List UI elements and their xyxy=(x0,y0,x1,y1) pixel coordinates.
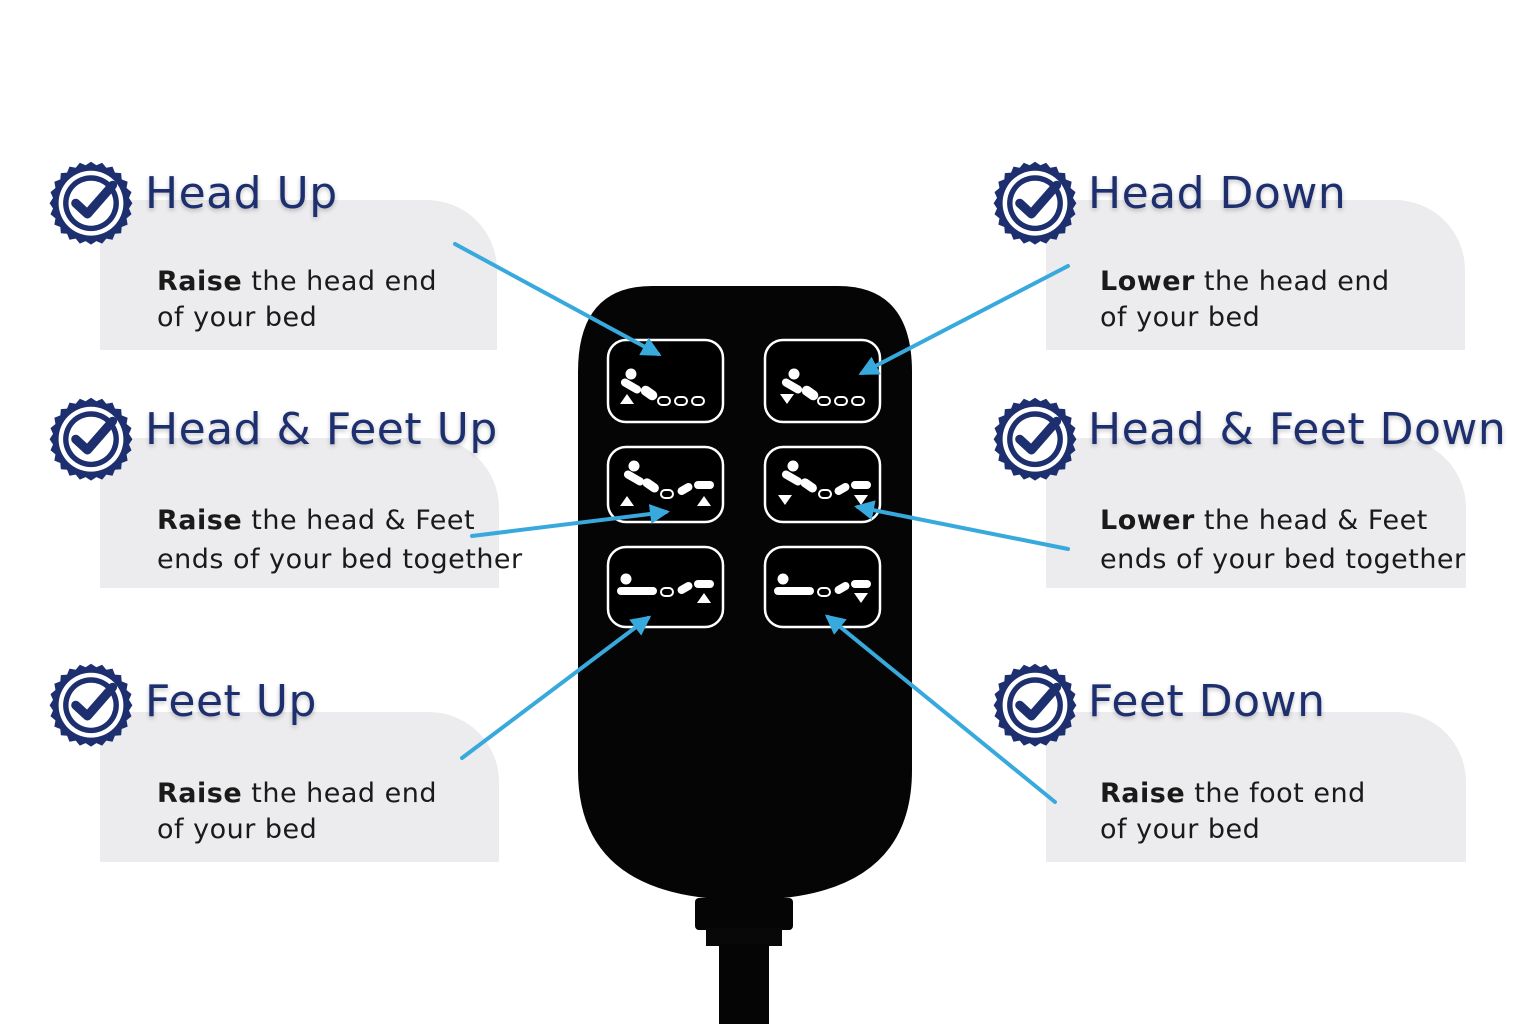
head-down-card xyxy=(1046,200,1465,350)
remote-body xyxy=(578,286,912,900)
feet-down-title: Feet Down xyxy=(1088,676,1326,727)
feet-up-line1: the head end xyxy=(242,778,437,809)
bed-feet-down-icon xyxy=(774,573,871,603)
arrow-head-feet-up xyxy=(470,504,670,538)
head-feet-up-action: Raise xyxy=(157,505,243,536)
head-feet-up-line1: the head & Feet xyxy=(242,505,476,536)
head-feet-down-title: Head & Feet Down xyxy=(1088,404,1507,455)
arrow-head-down xyxy=(858,264,1070,375)
arrow-feet-down xyxy=(824,614,1057,804)
head-down-action: Lower xyxy=(1100,266,1195,297)
feet-up-action: Raise xyxy=(157,778,243,809)
head-down-line1: the head end xyxy=(1194,266,1390,297)
feet-down-button[interactable] xyxy=(763,545,882,629)
feet-down-line2: of your bed xyxy=(1100,814,1261,845)
bed-head-feet-down-icon xyxy=(778,460,871,505)
head-up-description: Raise the head end of your bed xyxy=(157,264,437,336)
head-feet-up-description: Raise the head & Feet ends of your bed t… xyxy=(157,501,523,579)
bed-head-feet-up-icon xyxy=(620,460,714,506)
feet-down-description: Raise the foot end of your bed xyxy=(1100,776,1366,848)
head-feet-down-line2: ends of your bed together xyxy=(1100,544,1466,575)
bed-head-up-icon xyxy=(620,368,705,406)
head-up-title: Head Up xyxy=(145,168,338,219)
head-feet-up-button[interactable] xyxy=(606,445,725,524)
arrow-feet-up xyxy=(460,615,652,760)
bed-head-down-icon xyxy=(780,368,865,406)
feet-down-action: Raise xyxy=(1100,778,1186,809)
head-up-line1: the head end xyxy=(242,266,437,297)
arrow-head-feet-down xyxy=(854,500,1070,551)
head-feet-up-title: Head & Feet Up xyxy=(145,404,498,455)
head-down-description: Lower the head end of your bed xyxy=(1100,264,1390,336)
head-feet-down-description: Lower the head & Feet ends of your bed t… xyxy=(1100,501,1466,579)
head-down-title: Head Down xyxy=(1088,168,1347,219)
head-up-button[interactable] xyxy=(606,338,725,424)
head-feet-up-card xyxy=(100,438,499,588)
head-down-line2: of your bed xyxy=(1100,302,1261,333)
feet-down-line1: the foot end xyxy=(1185,778,1366,809)
bed-feet-up-icon xyxy=(617,573,714,603)
feet-up-title: Feet Up xyxy=(145,676,317,727)
head-up-action: Raise xyxy=(157,266,243,297)
head-down-button[interactable] xyxy=(763,338,882,424)
feet-down-card xyxy=(1046,712,1466,862)
feet-up-button[interactable] xyxy=(606,545,725,629)
head-feet-down-button[interactable] xyxy=(763,445,882,524)
head-feet-up-line2: ends of your bed together xyxy=(157,544,523,575)
remote-cable xyxy=(695,898,793,1024)
head-up-line2: of your bed xyxy=(157,302,318,333)
head-feet-down-line1: the head & Feet xyxy=(1194,505,1428,536)
head-feet-down-action: Lower xyxy=(1100,505,1195,536)
head-up-card xyxy=(100,200,497,350)
feet-up-description: Raise the head end of your bed xyxy=(157,776,437,848)
feet-up-card xyxy=(100,712,499,862)
feet-up-line2: of your bed xyxy=(157,814,318,845)
arrow-head-up xyxy=(453,242,662,356)
head-feet-down-card xyxy=(1046,438,1466,588)
